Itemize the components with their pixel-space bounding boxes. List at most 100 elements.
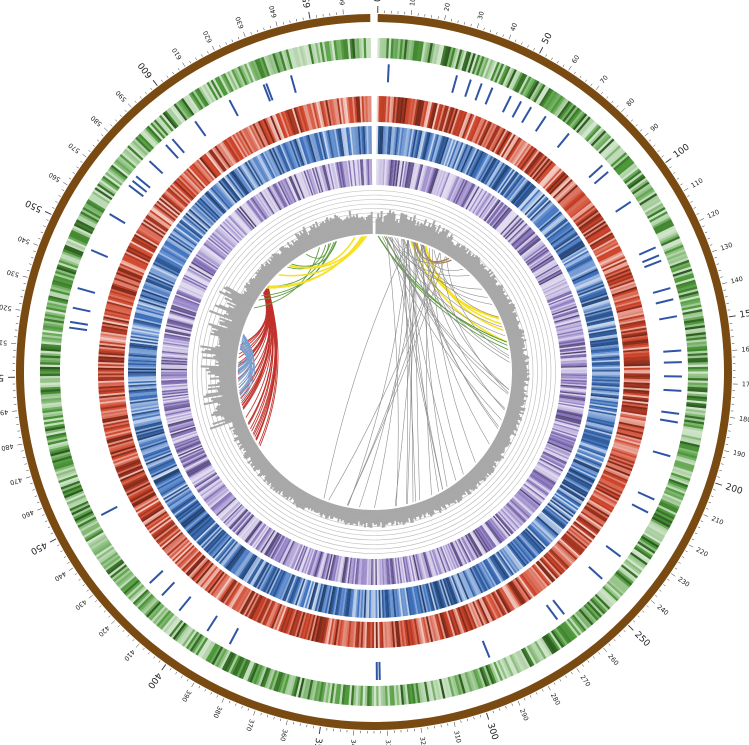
major-tick-label: 350: [311, 737, 323, 745]
heatmap-cell: [354, 589, 359, 618]
heatmap-cell: [528, 644, 541, 663]
marker: [149, 570, 164, 584]
heatmap-cell: [153, 469, 180, 484]
heatmap-cell: [97, 548, 116, 562]
heatmap-cell: [131, 407, 160, 415]
heatmap-cell: [406, 684, 412, 705]
heatmap-cell: [291, 107, 302, 134]
heatmap-cell: [302, 136, 313, 164]
heatmap-cell: [623, 356, 650, 360]
heatmap-cell: [415, 130, 423, 159]
heatmap-cell: [683, 421, 704, 428]
heatmap-cell: [258, 599, 272, 624]
heatmap-cell: [687, 391, 708, 395]
heatmap-cell: [205, 191, 226, 214]
heatmap-cell: [443, 174, 455, 199]
heatmap-cell: [403, 128, 410, 157]
heatmap-cell: [431, 103, 440, 130]
heatmap-cell: [156, 526, 179, 545]
heatmap-cell: [685, 329, 706, 335]
heatmap-cell: [183, 510, 207, 530]
heatmap-cell: [182, 172, 202, 193]
heatmap-cell: [385, 126, 389, 155]
heatmap-cell: [670, 261, 691, 271]
axis-tick: [680, 183, 683, 186]
axis-tick: [650, 600, 655, 604]
marker: [171, 138, 185, 154]
heatmap-cell: [476, 599, 490, 624]
heatmap-cell: [507, 177, 526, 201]
heatmap-cell: [246, 593, 261, 618]
heatmap-cell: [127, 145, 144, 161]
heatmap-cell: [468, 188, 484, 212]
heatmap-cell: [396, 620, 401, 647]
axis-tick: [539, 47, 544, 54]
heatmap-cell: [681, 302, 702, 309]
heatmap-cell: [200, 526, 222, 549]
heatmap-cell: [573, 273, 601, 287]
heatmap-cell: [677, 451, 698, 460]
heatmap-cell: [610, 451, 636, 463]
heatmap-cell: [143, 447, 170, 459]
heatmap-cell: [421, 101, 429, 127]
heatmap-cell: [421, 131, 430, 160]
heatmap-cell: [195, 201, 218, 222]
heatmap-cell: [240, 659, 251, 680]
heatmap-cell: [465, 186, 480, 210]
axis-tick: [237, 36, 240, 40]
heatmap-cell: [88, 535, 108, 548]
heatmap-cell: [229, 548, 248, 573]
heatmap-cell: [344, 39, 350, 60]
heatmap-cell: [516, 650, 529, 670]
heatmap-cell: [522, 530, 544, 552]
heatmap-cell: [283, 574, 296, 602]
heatmap-cell: [242, 592, 257, 616]
heatmap-cell: [483, 596, 497, 621]
heatmap-cell: [467, 149, 481, 176]
heatmap-cell: [102, 321, 129, 329]
heatmap-cell: [682, 430, 703, 437]
heatmap-cell: [610, 152, 628, 168]
heatmap-cell: [51, 281, 72, 290]
heatmap-cell: [450, 575, 463, 603]
heatmap-cell: [289, 140, 301, 168]
heatmap-cell: [438, 105, 448, 131]
heatmap-cell: [443, 106, 453, 133]
heatmap-cell: [443, 138, 455, 166]
heatmap-cell: [681, 306, 703, 314]
heatmap-cell: [572, 203, 595, 222]
heatmap-cell: [135, 426, 164, 436]
heatmap-cell: [178, 504, 202, 523]
heatmap-cell: [318, 616, 326, 643]
heatmap-cell: [167, 490, 192, 508]
heatmap-cell: [161, 614, 177, 632]
heatmap-cell: [233, 169, 251, 194]
heatmap-cell: [250, 60, 261, 81]
axis-tick: [37, 508, 42, 511]
marker: [386, 64, 390, 83]
heatmap-cell: [576, 451, 603, 464]
heatmap-cell: [312, 102, 320, 129]
heatmap-cell: [530, 566, 548, 588]
heatmap-cell: [438, 137, 450, 165]
heatmap-cell: [419, 100, 427, 127]
heatmap-cell: [470, 601, 483, 627]
marker: [534, 115, 547, 132]
heatmap-cell: [252, 157, 268, 183]
heatmap-cell: [41, 397, 62, 402]
heatmap-cell: [335, 619, 342, 646]
heatmap-cell: [301, 580, 312, 608]
heatmap-cell: [183, 553, 204, 574]
heatmap-cell: [104, 557, 122, 572]
minor-tick-label: 580: [89, 114, 104, 128]
heatmap-cell: [299, 612, 309, 639]
axis-tick: [657, 150, 660, 152]
heatmap-cell: [273, 146, 287, 174]
heatmap-cell: [498, 170, 517, 195]
minor-tick-label: 260: [606, 652, 620, 667]
axis-tick: [68, 177, 72, 180]
heatmap-cell: [622, 394, 649, 399]
heatmap-cell: [148, 516, 172, 534]
heatmap-cell: [211, 185, 232, 209]
heatmap-cell: [391, 126, 396, 155]
